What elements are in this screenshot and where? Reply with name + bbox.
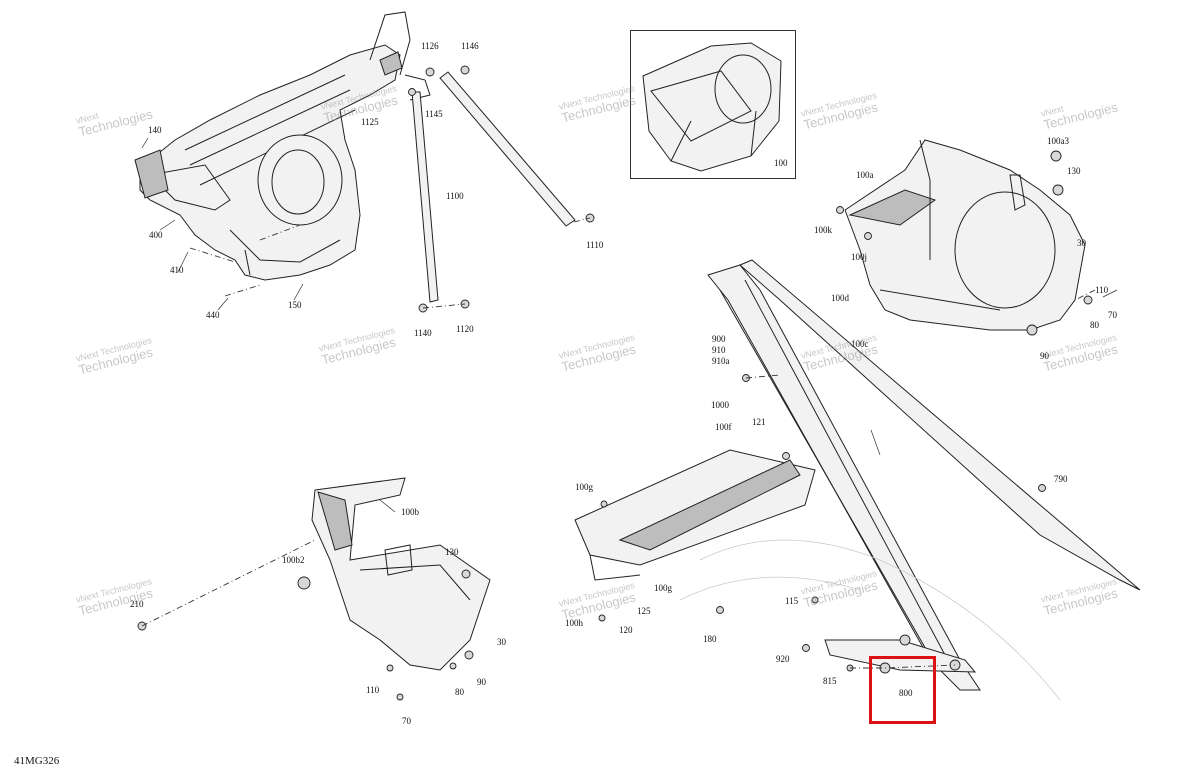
callout-100k[interactable]: 100k: [814, 225, 832, 235]
callout-100d[interactable]: 100d: [831, 293, 849, 303]
callout-1000[interactable]: 1000: [711, 400, 729, 410]
callout-130-lower[interactable]: 130: [445, 547, 459, 557]
callout-80-lower[interactable]: 80: [455, 687, 464, 697]
lower-bracket-assembly: [137, 477, 491, 701]
callout-910[interactable]: 910: [712, 345, 726, 355]
callout-100a3[interactable]: 100a3: [1047, 136, 1069, 146]
frame-inset-view: 100: [630, 30, 796, 179]
callout-400[interactable]: 400: [149, 230, 163, 240]
callout-1125[interactable]: 1125: [361, 117, 379, 127]
callout-150[interactable]: 150: [288, 300, 302, 310]
callout-100: 100: [774, 158, 788, 168]
callout-920[interactable]: 920: [776, 654, 790, 664]
callout-410[interactable]: 410: [170, 265, 184, 275]
callout-100f[interactable]: 100f: [715, 422, 732, 432]
callout-900[interactable]: 900: [712, 334, 726, 344]
inset-frame-drawing: [642, 42, 782, 172]
callout-910a[interactable]: 910a: [712, 356, 730, 366]
callout-80-upper[interactable]: 80: [1090, 320, 1099, 330]
callout-1110[interactable]: 1110: [586, 240, 604, 250]
callout-100a[interactable]: 100a: [856, 170, 874, 180]
callout-800[interactable]: 800: [899, 688, 913, 698]
callout-120[interactable]: 120: [619, 625, 633, 635]
callout-1120[interactable]: 1120: [456, 324, 474, 334]
callout-110-lower[interactable]: 110: [366, 685, 380, 695]
callout-leaders: [141, 137, 1118, 513]
callout-100c[interactable]: 100c: [851, 339, 869, 349]
callout-140[interactable]: 140: [148, 125, 162, 135]
callout-100h[interactable]: 100h: [565, 618, 583, 628]
tie-rods: [408, 65, 595, 313]
callout-30-upper[interactable]: 30: [1077, 238, 1086, 248]
callout-90-lower[interactable]: 90: [477, 677, 486, 687]
callout-100g-upper[interactable]: 100g: [575, 482, 593, 492]
callout-100g-lower[interactable]: 100g: [654, 583, 672, 593]
callout-125[interactable]: 125: [637, 606, 651, 616]
callout-100j[interactable]: 100j: [851, 252, 868, 262]
callout-70-upper[interactable]: 70: [1108, 310, 1117, 320]
front-frame-assembly: [134, 11, 431, 297]
side-frame-assembly: [836, 139, 1096, 336]
callout-180[interactable]: 180: [703, 634, 717, 644]
callout-115[interactable]: 115: [785, 596, 799, 606]
highlight-box: [869, 656, 936, 724]
callout-130-upper[interactable]: 130: [1067, 166, 1081, 176]
callout-1126[interactable]: 1126: [421, 41, 439, 51]
callout-790[interactable]: 790: [1054, 474, 1068, 484]
callout-1145[interactable]: 1145: [425, 109, 443, 119]
callout-440[interactable]: 440: [206, 310, 220, 320]
callout-70-lower[interactable]: 70: [402, 716, 411, 726]
callout-90-upper[interactable]: 90: [1040, 351, 1049, 361]
callout-210[interactable]: 210: [130, 599, 144, 609]
callout-1100[interactable]: 1100: [446, 191, 464, 201]
callout-1140[interactable]: 1140: [414, 328, 432, 338]
callout-110-upper[interactable]: 110: [1095, 285, 1109, 295]
callout-100b2[interactable]: 100b2: [282, 555, 305, 565]
callout-30-lower[interactable]: 30: [497, 637, 506, 647]
callout-815[interactable]: 815: [823, 676, 837, 686]
diagram-code: 41MG326: [14, 755, 60, 767]
callout-100b[interactable]: 100b: [401, 507, 419, 517]
callout-1146[interactable]: 1146: [461, 41, 479, 51]
callout-121[interactable]: 121: [752, 417, 766, 427]
